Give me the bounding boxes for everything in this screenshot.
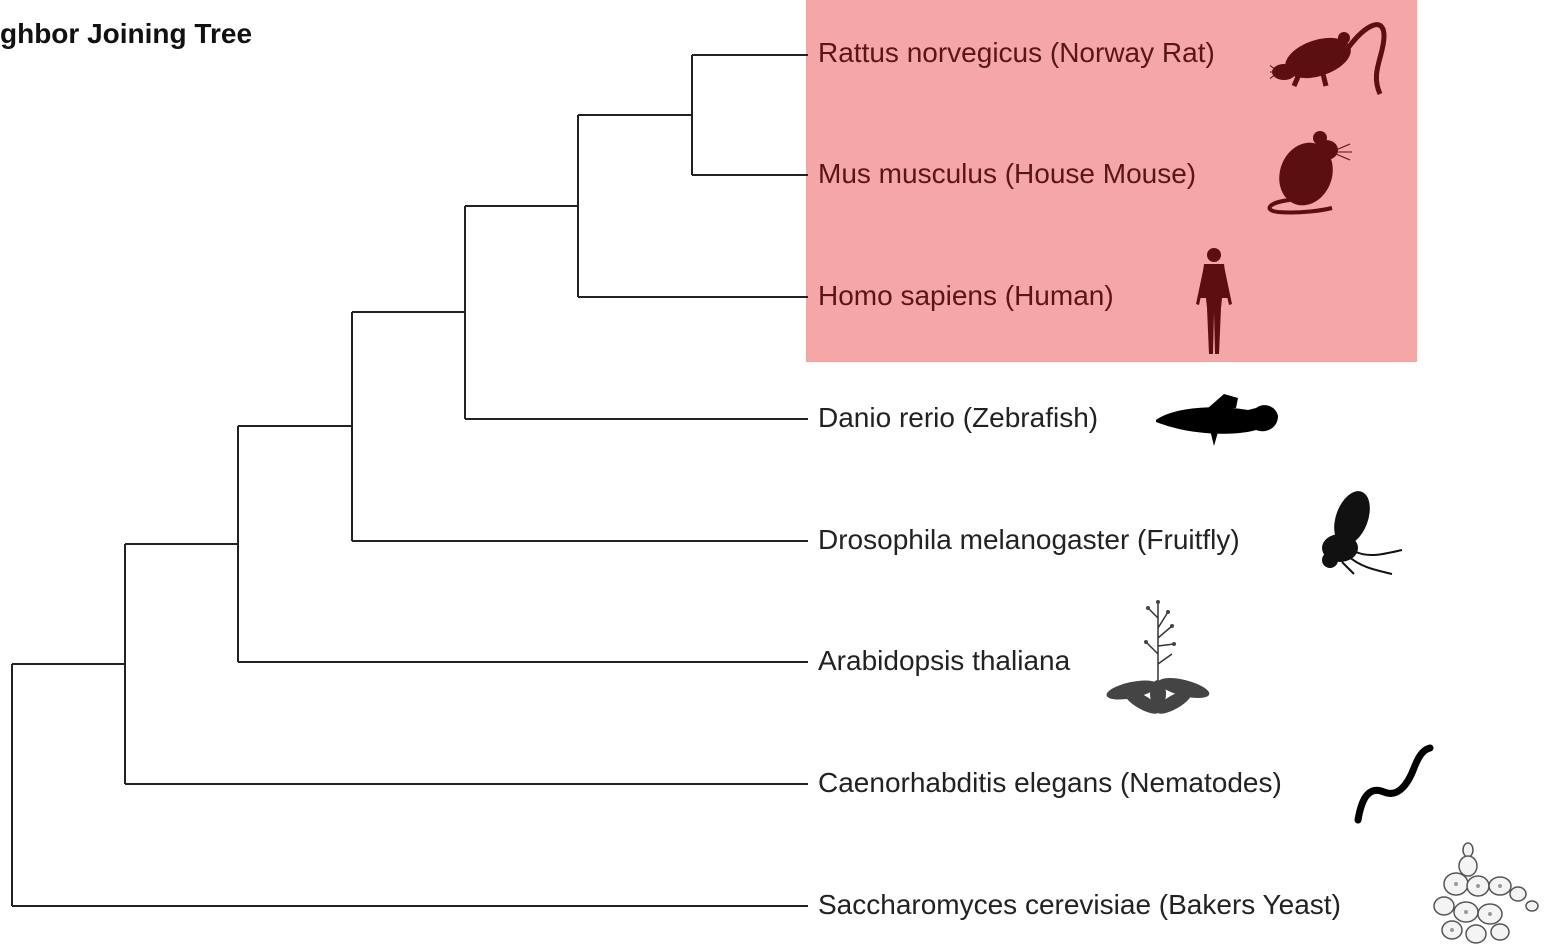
branch-nematode — [125, 544, 808, 784]
leaf-label-nematode: Caenorhabditis elegans (Nematodes) — [818, 767, 1282, 799]
leaf-label-yeast: Saccharomyces cerevisiae (Bakers Yeast) — [818, 889, 1341, 921]
leaf-label-rat: Rattus norvegicus (Norway Rat) — [818, 37, 1215, 69]
leaf-label-zebrafish: Danio rerio (Zebrafish) — [818, 402, 1098, 434]
leaf-label-arabidopsis: Arabidopsis thaliana — [818, 645, 1070, 677]
leaf-label-mouse: Mus musculus (House Mouse) — [818, 158, 1196, 190]
fly-icon — [1318, 488, 1404, 578]
rat-icon — [1270, 14, 1394, 98]
branch-vertebrates — [465, 206, 808, 419]
yeast-icon — [1430, 840, 1542, 948]
branch-plants — [238, 426, 808, 662]
plant-icon — [1102, 598, 1216, 716]
worm-icon — [1350, 744, 1434, 824]
fish-icon — [1152, 392, 1280, 448]
mouse-icon — [1260, 128, 1358, 216]
page-title: ghbor Joining Tree — [0, 18, 252, 50]
leaf-label-fruitfly: Drosophila melanogaster (Fruitfly) — [818, 524, 1240, 556]
branch-rat-mouse — [692, 55, 808, 175]
human-icon — [1188, 246, 1240, 356]
branch-animals — [352, 312, 808, 541]
leaf-label-human: Homo sapiens (Human) — [818, 280, 1114, 312]
